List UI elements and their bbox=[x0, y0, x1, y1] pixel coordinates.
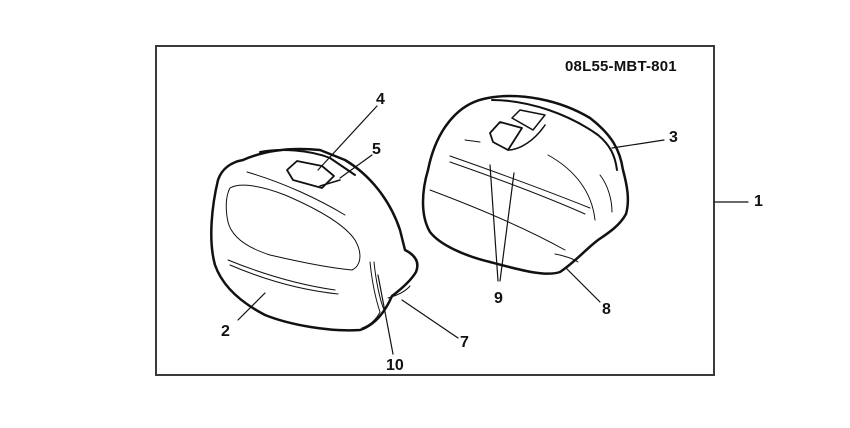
right-saddlebag-outline bbox=[421, 94, 630, 275]
leader-line-9a bbox=[489, 164, 499, 282]
leader-line-7 bbox=[401, 299, 459, 339]
leader-line-4 bbox=[317, 105, 378, 171]
callout-7: 7 bbox=[460, 334, 469, 351]
leader-line-10 bbox=[377, 274, 394, 355]
leader-line-5 bbox=[339, 154, 373, 179]
callout-4: 4 bbox=[376, 91, 385, 108]
callout-10: 10 bbox=[386, 357, 404, 374]
callout-8: 8 bbox=[602, 301, 611, 318]
diagram-frame bbox=[155, 45, 715, 376]
leader-line-9b bbox=[499, 172, 515, 282]
leader-line-3 bbox=[611, 139, 665, 149]
leader-line-2 bbox=[237, 292, 266, 321]
callout-9: 9 bbox=[494, 290, 503, 307]
callout-2: 2 bbox=[221, 323, 230, 340]
leader-line-8 bbox=[565, 267, 601, 303]
left-saddlebag-outline bbox=[210, 147, 419, 332]
left-saddlebag-panel bbox=[225, 184, 361, 271]
callout-5: 5 bbox=[372, 141, 381, 158]
callout-3: 3 bbox=[669, 129, 678, 146]
part-number-label: 08L55-MBT-801 bbox=[565, 58, 677, 75]
callout-1: 1 bbox=[754, 193, 763, 210]
